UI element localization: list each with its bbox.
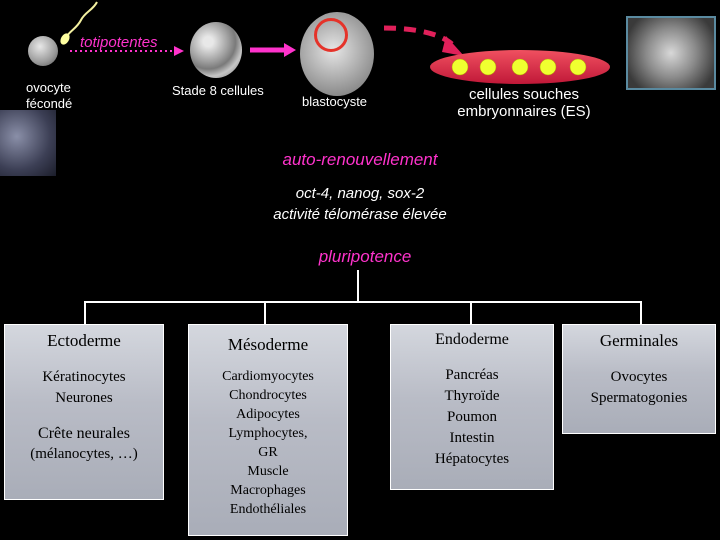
eight-cell-embryo-image (190, 22, 242, 78)
endoderm-panel: Endoderme Pancréas Thyroïde Poumon Intes… (390, 324, 554, 490)
oocyte-label: ovocyte fécondé (26, 80, 73, 111)
ectoderm-title: Ectoderme (47, 331, 121, 350)
mesoderm-cells: Cardiomyocytes Chondrocytes Adipocytes L… (222, 369, 314, 517)
oocyte-image (28, 36, 58, 66)
stage8-label: Stade 8 cellules (172, 83, 264, 98)
stage-arrow (250, 43, 296, 57)
self-renewal-label: auto-renouvellement (282, 150, 438, 169)
germinal-panel: Germinales Ovocytes Spermatogonies (562, 324, 716, 434)
tree-branch-2 (264, 301, 266, 325)
es-colony-micrograph (626, 16, 716, 90)
sperm-illustration (60, 1, 98, 45)
es-label: cellules souches embryonnaires (ES) (457, 86, 591, 120)
ectoderm-cells: Kératinocytes Neurones (42, 369, 126, 406)
telomerase-label: activité télomérase élevée (273, 206, 447, 223)
tree-branch-4 (640, 301, 642, 325)
neural-crest-cells: (mélanocytes, …) (30, 446, 138, 462)
tree-branch-1 (84, 301, 86, 325)
tree-trunk (357, 270, 359, 302)
es-colonies (451, 58, 587, 76)
fertilization-micrograph (0, 110, 56, 176)
totipotent-arrow (70, 46, 184, 56)
tree-crossbar (84, 301, 642, 303)
germinal-title: Germinales (599, 331, 679, 350)
pluripotence-label: pluripotence (318, 247, 412, 266)
blastocyst-label: blastocyste (302, 94, 368, 109)
mesoderm-title: Mésoderme (227, 335, 309, 354)
es-arrow (383, 25, 464, 56)
genes-label: oct-4, nanog, sox-2 (295, 185, 425, 202)
tree-branch-3 (470, 301, 472, 325)
germinal-cells: Ovocytes Spermatogonies (590, 369, 688, 406)
neural-crest-title: Crête neurales (38, 425, 130, 442)
endoderm-title: Endoderme (435, 331, 509, 348)
mesoderm-panel: Mésoderme Cardiomyocytes Chondrocytes Ad… (188, 324, 348, 536)
ectoderm-panel: Ectoderme Kératinocytes Neurones Crête n… (4, 324, 164, 500)
endoderm-cells: Pancréas Thyroïde Poumon Intestin Hépato… (434, 367, 510, 467)
totipotent-label: totipotentes (80, 34, 158, 51)
inner-cell-mass-highlight (314, 18, 348, 52)
